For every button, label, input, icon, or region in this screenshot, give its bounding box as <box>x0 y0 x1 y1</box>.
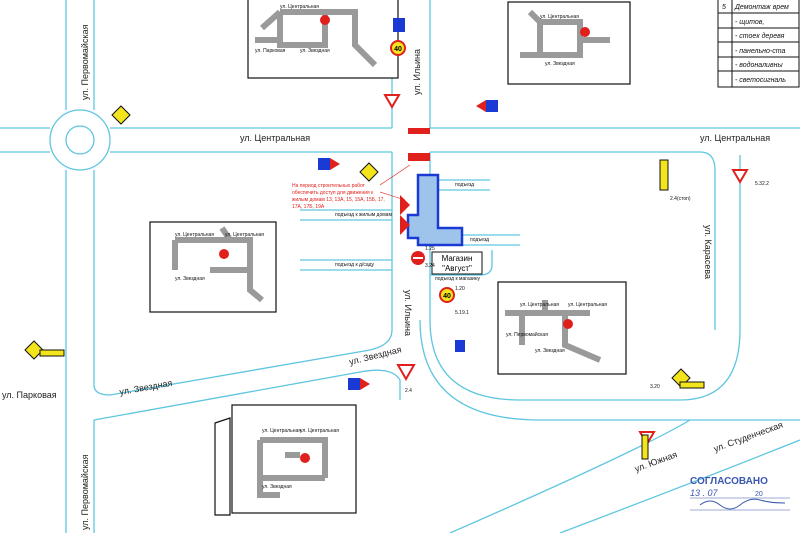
driveway-label: подъезд <box>455 182 474 188</box>
yield-sign-icon <box>383 94 401 109</box>
sign-code: 3.24 <box>425 263 435 269</box>
note-line: 17А, 17Б, 19А <box>292 204 325 210</box>
street-label: ул. Карасева <box>703 225 713 279</box>
driveway-label: подъезд к д/саду <box>335 262 375 268</box>
note-line: обеспечить доступ для движения к <box>292 190 374 196</box>
street-label: ул. Парковая <box>2 390 57 400</box>
driveway-label: подъезд к магазину <box>435 276 481 282</box>
street-label: ул. Ильина <box>403 290 413 336</box>
shop-name: "Август" <box>442 264 472 273</box>
street-label: ул. Студенческая <box>712 420 784 454</box>
driveway-label: подъезд к жилым домам <box>335 212 392 218</box>
block-right: ул. Центральная ул. Центральная ул. Звез… <box>497 281 627 375</box>
block-bottom: ул. Центральная ул. Центральная ул. Звез… <box>214 404 357 516</box>
block-street-label: ул. Центральная <box>540 14 579 20</box>
street-label: ул. Звездная <box>348 344 402 367</box>
note-line: жилым домам 13, 13А, 15, 15А, 15Б, 17, <box>292 197 385 203</box>
stamp-year: 20 <box>755 491 763 498</box>
traffic-signs: 40 40 5.32.2 2.4(стоп) 1.25 3.24 5.19.1 … <box>24 18 769 460</box>
table-row: - светосигналь <box>735 77 786 84</box>
direction-plate-icon <box>679 381 705 389</box>
sign-code: 3.20 <box>650 384 660 390</box>
note-line: На период строительных работ <box>292 183 366 189</box>
legend-table: 5 Демонтаж врем - щитов, - стоек деревя … <box>717 0 800 88</box>
priority-road-sign-icon <box>111 105 131 125</box>
shop-magazin-avgust: Магазин "Август" <box>431 251 483 275</box>
table-row: Демонтаж врем <box>734 4 789 11</box>
street-label: ул. Центральная <box>240 133 310 143</box>
approval-stamp: СОГЛАСОВАНО 13 . 07 20 <box>690 476 790 511</box>
direction-plate-icon <box>39 349 65 357</box>
info-sign-icon <box>348 378 360 390</box>
driveway-label: подъезд <box>470 237 489 243</box>
yield-sign-icon <box>731 169 749 184</box>
priority-road-sign-icon <box>359 162 379 182</box>
info-sign-icon <box>486 100 498 112</box>
street-label: ул. Первомайская <box>80 24 90 100</box>
sign-code: 5.32.2 <box>755 181 769 187</box>
info-sign-icon <box>455 340 465 352</box>
speed-limit-value: 40 <box>394 46 402 53</box>
direction-plate-icon <box>659 159 669 191</box>
block-street-label: ул. Звездная <box>175 276 205 282</box>
yield-sign-icon <box>396 364 416 382</box>
speed-limit-sign-icon <box>439 287 455 303</box>
block-top-left: ул. Центральная ул. Парковая ул. Звездна… <box>247 0 399 79</box>
street-label: ул. Первомайская <box>80 454 90 530</box>
table-row: - панельно-ста <box>735 48 785 55</box>
block-street-label: ул. Центральная <box>280 4 319 10</box>
table-row: - стоек деревя <box>735 32 785 40</box>
street-label: ул. Ильина <box>412 49 422 95</box>
shop-name: Магазин <box>442 254 473 263</box>
block-mid-left: ул. Центральная ул. Центральная ул. Звез… <box>149 221 277 313</box>
table-row: - щитов, <box>735 19 764 26</box>
work-zone <box>400 128 464 247</box>
sign-code: 2.4(стоп) <box>670 196 691 202</box>
street-label: ул. Звездная <box>119 378 174 397</box>
sign-code: 1.20 <box>455 286 465 292</box>
block-street-label: ул. Центральная <box>225 232 264 238</box>
sign-code: 1.25 <box>425 246 435 252</box>
speed-limit-sign-icon <box>390 40 406 56</box>
street-label: ул. Центральная <box>700 133 770 143</box>
table-row-number: 5 <box>722 4 726 11</box>
sign-code: 5.19.1 <box>455 310 469 316</box>
block-street-label: ул. Центральная <box>175 232 214 238</box>
street-label: ул. Южная <box>633 449 678 474</box>
block-street-label: ул. Центральная <box>300 428 339 434</box>
info-sign-icon <box>393 18 405 32</box>
info-sign-icon <box>318 158 330 170</box>
block-street-label: ул. Первомайская <box>506 331 548 338</box>
block-top-right: ул. Центральная ул. Звездная <box>507 1 631 85</box>
block-street-label: ул. Звездная <box>300 48 330 54</box>
stamp-date: 13 . 07 <box>690 488 719 498</box>
sign-code: 2.4 <box>405 388 412 394</box>
stamp-title: СОГЛАСОВАНО <box>690 476 768 487</box>
block-street-label: ул. Парковая <box>255 48 286 54</box>
block-street-label: ул. Звездная <box>545 61 575 67</box>
construction-note: На период строительных работ обеспечить … <box>292 164 411 210</box>
driveway-labels: подъезд подъезд к жилым домам подъезд по… <box>335 182 489 282</box>
block-street-label: ул. Центральная <box>262 428 301 434</box>
speed-limit-value: 40 <box>443 293 451 300</box>
direction-plate-icon <box>641 434 649 460</box>
block-street-label: ул. Звездная <box>262 484 292 490</box>
block-street-label: ул. Центральная <box>520 302 559 308</box>
signature <box>699 498 786 510</box>
block-street-label: ул. Звездная <box>535 348 565 354</box>
block-street-label: ул. Центральная <box>568 302 607 308</box>
table-row: - водоналивны <box>735 61 783 69</box>
